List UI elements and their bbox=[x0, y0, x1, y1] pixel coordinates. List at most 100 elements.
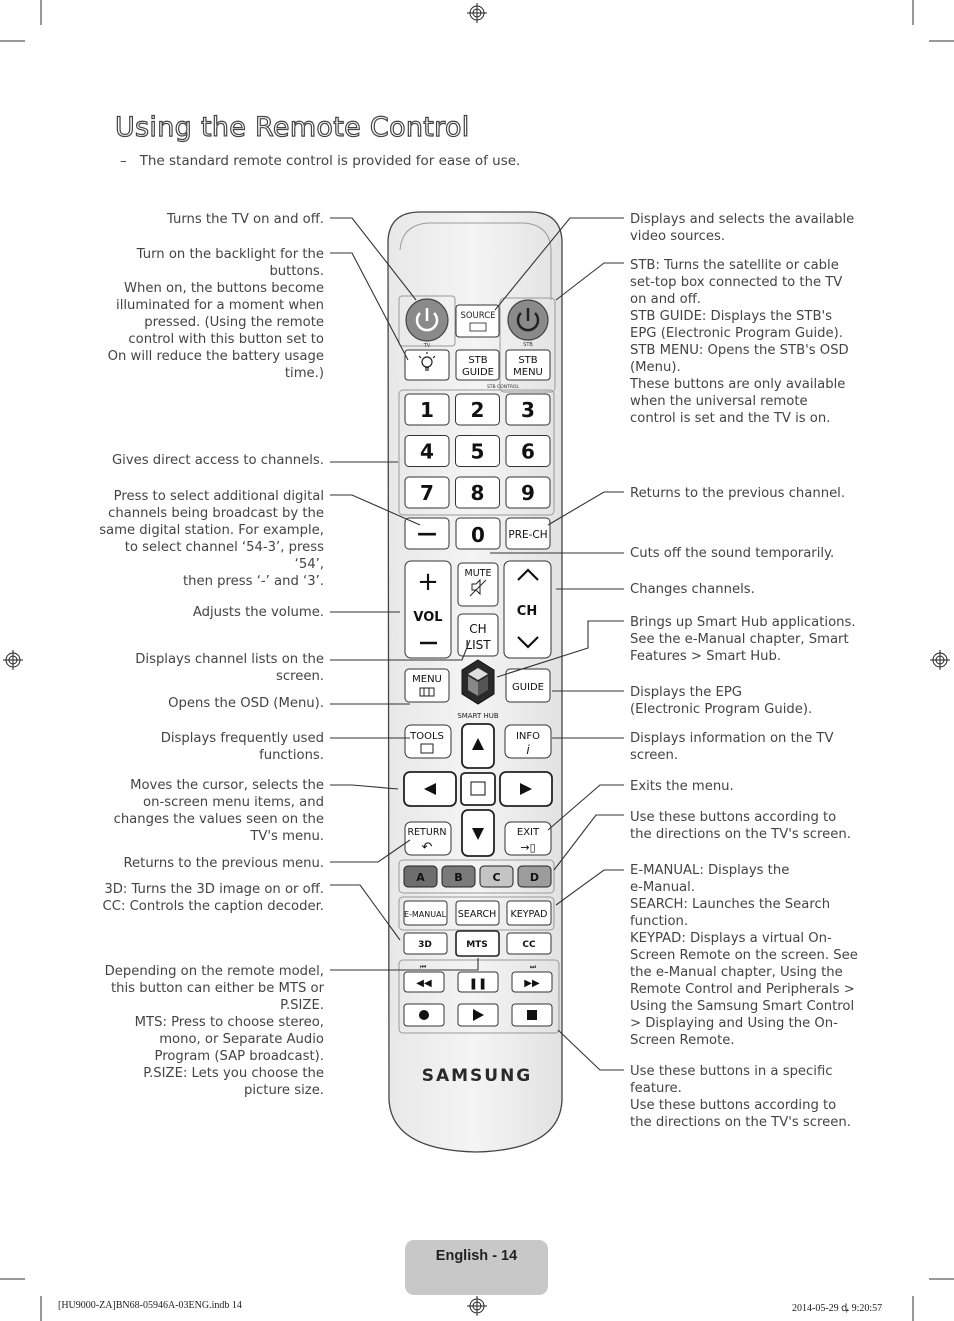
stb-guide-button[interactable] bbox=[455, 349, 500, 381]
digit-button-4[interactable]: 4 bbox=[404, 435, 450, 467]
callout-line: Remote Control and Peripherals > bbox=[630, 982, 855, 997]
button-label: KEYPAD bbox=[511, 909, 548, 920]
stb-menu-button[interactable] bbox=[505, 349, 551, 381]
callout-line: time.) bbox=[284, 366, 324, 381]
callout-line: Gives direct access to channels. bbox=[111, 453, 324, 468]
callout-line: control is set and the TV is on. bbox=[630, 411, 831, 426]
subtitle-text: The standard remote control is provided … bbox=[139, 153, 521, 169]
search-button[interactable] bbox=[455, 900, 500, 926]
digit-button-5[interactable]: 5 bbox=[455, 435, 500, 467]
digit-label: 1 bbox=[420, 398, 434, 422]
menu-button[interactable] bbox=[404, 668, 450, 703]
button-label: MUTE bbox=[465, 568, 492, 579]
mts-button[interactable] bbox=[455, 930, 500, 957]
keypad-button[interactable] bbox=[506, 900, 552, 926]
callout-line: Use these buttons according to bbox=[630, 1098, 837, 1113]
return-button[interactable] bbox=[404, 821, 452, 856]
callout-return: Returns to the previous menu. bbox=[94, 855, 324, 872]
digit-button-3[interactable]: 3 bbox=[505, 393, 551, 426]
tv-label: TV bbox=[423, 343, 431, 349]
pause-button[interactable] bbox=[457, 971, 499, 993]
digit-button-8[interactable]: 8 bbox=[455, 476, 500, 509]
button-label: STB bbox=[523, 342, 533, 348]
info-button[interactable] bbox=[504, 724, 552, 759]
page-footer: English - 14 bbox=[405, 1240, 548, 1295]
backlight-button[interactable] bbox=[404, 349, 450, 381]
callout-line: Features > Smart Hub. bbox=[630, 649, 782, 664]
channel-rocker[interactable] bbox=[503, 560, 552, 659]
volume-rocker[interactable] bbox=[404, 560, 452, 659]
dash-button[interactable] bbox=[404, 517, 450, 550]
callout-menu: Opens the OSD (Menu). bbox=[94, 695, 324, 712]
callout-prech: Returns to the previous channel. bbox=[630, 485, 860, 502]
callout-line: changes the values seen on the bbox=[113, 812, 324, 827]
zero-button[interactable] bbox=[455, 517, 501, 550]
cc-button[interactable] bbox=[506, 932, 552, 955]
button-label: SMART HUB bbox=[457, 712, 499, 720]
callout-line: Press to select additional digital bbox=[113, 489, 324, 504]
e-manual-button[interactable] bbox=[403, 900, 448, 926]
callout-line: Opens the OSD (Menu). bbox=[168, 696, 324, 711]
digit-button-9[interactable]: 9 bbox=[505, 476, 551, 509]
registration-mark-top bbox=[467, 3, 487, 23]
callout-line: this button can either be MTS or bbox=[110, 981, 324, 996]
callout-line: > Displaying and Using the On- bbox=[630, 1016, 838, 1031]
record-icon bbox=[419, 1010, 429, 1020]
3d-button[interactable] bbox=[403, 932, 448, 955]
brand-logo: SAMSUNG bbox=[422, 1066, 533, 1086]
digit-label: 2 bbox=[471, 398, 485, 422]
color-key-c[interactable]: C bbox=[479, 865, 514, 888]
digit-label: 4 bbox=[420, 440, 434, 464]
digit-button-1[interactable]: 1 bbox=[404, 393, 450, 426]
callout-line: Returns to the previous menu. bbox=[123, 856, 324, 871]
callout-line: Adjusts the volume. bbox=[192, 605, 324, 620]
source-button[interactable] bbox=[455, 304, 500, 338]
button-label: LIST bbox=[465, 638, 491, 652]
color-key-label: B bbox=[454, 871, 462, 884]
callout-line: Program (SAP broadcast). bbox=[154, 1049, 325, 1064]
callout-line: on-screen menu items, and bbox=[143, 795, 324, 810]
callout-line: pressed. (Using the remote bbox=[144, 315, 324, 330]
tools-button[interactable] bbox=[404, 724, 452, 759]
callout-line: Brings up Smart Hub applications. bbox=[630, 615, 856, 630]
digit-button-6[interactable]: 6 bbox=[505, 435, 551, 467]
color-key-d[interactable]: D bbox=[517, 865, 552, 888]
mute-button[interactable] bbox=[457, 562, 499, 607]
callout-line: P.SIZE: Lets you choose the bbox=[143, 1066, 324, 1081]
button-label: CC bbox=[522, 940, 536, 950]
callout-line: feature. bbox=[630, 1081, 682, 1096]
dpad-enter[interactable] bbox=[460, 772, 496, 806]
callout-line: buttons. bbox=[269, 264, 324, 279]
digit-button-2[interactable]: 2 bbox=[455, 393, 500, 426]
prech-button[interactable] bbox=[505, 517, 551, 550]
color-key-b[interactable]: B bbox=[441, 865, 476, 888]
rewind-button[interactable] bbox=[403, 971, 445, 993]
callout-line: TV's menu. bbox=[250, 829, 324, 844]
callout-line: mono, or Separate Audio bbox=[159, 1032, 324, 1047]
callout-line: Use these buttons according to bbox=[630, 810, 837, 825]
page-title: Using the Remote Control bbox=[114, 111, 470, 143]
button-label: EXIT bbox=[517, 827, 540, 838]
callout-line: channels being broadcast by the bbox=[108, 506, 324, 521]
callout-line: These buttons are only available bbox=[630, 377, 846, 392]
digit-label: 5 bbox=[471, 440, 485, 464]
digit-button-7[interactable]: 7 bbox=[404, 476, 450, 509]
callout-line: the e-Manual chapter, Using the bbox=[630, 965, 843, 980]
forward-button[interactable] bbox=[511, 971, 553, 993]
button-label: SEARCH bbox=[458, 909, 496, 920]
button-label: MENU bbox=[513, 367, 543, 378]
power-icon bbox=[415, 308, 439, 332]
guide-button[interactable] bbox=[505, 668, 551, 703]
button-label: STB bbox=[468, 355, 487, 366]
color-key-a[interactable]: A bbox=[403, 865, 438, 888]
exit-button[interactable] bbox=[504, 821, 552, 856]
print-info-left: [HU9000-ZA]BN68-05946A-03ENG.indb 14 bbox=[58, 1300, 242, 1311]
callout-line: (Menu). bbox=[630, 360, 681, 375]
